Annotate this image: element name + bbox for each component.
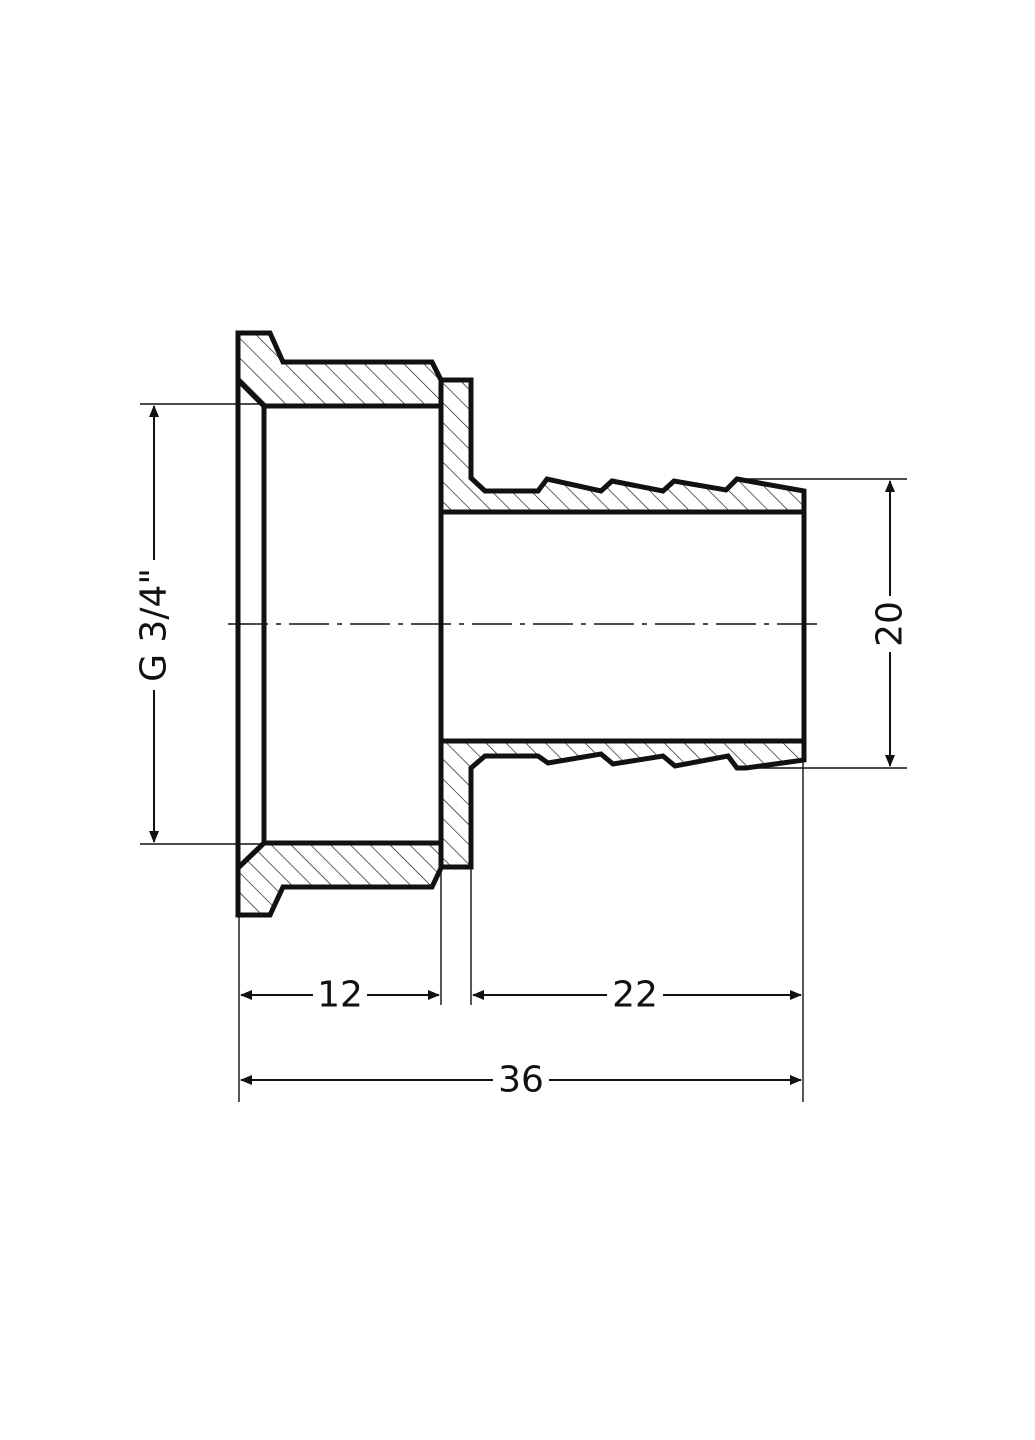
dimension-thread: G 3/4" (134, 405, 175, 843)
dimension-total-length: 36 (240, 1060, 802, 1101)
nut-wall-upper (235, 330, 444, 409)
barb-diameter-label: 20 (870, 601, 911, 647)
dimension-barb-length: 22 (472, 975, 802, 1016)
dimension-thread-length: 12 (240, 975, 440, 1016)
dimension-barb-diameter: 20 (870, 480, 911, 767)
total-length-label: 36 (498, 1060, 544, 1101)
nut-wall-lower (235, 840, 444, 918)
thread-length-label: 12 (317, 975, 363, 1016)
thread-size-label: G 3/4" (134, 568, 175, 682)
tail-wall-upper (438, 377, 807, 515)
tail-bore (438, 509, 807, 744)
tail-wall-lower (438, 738, 807, 870)
extension-lines (140, 403, 907, 1102)
barb-length-label: 22 (612, 975, 658, 1016)
